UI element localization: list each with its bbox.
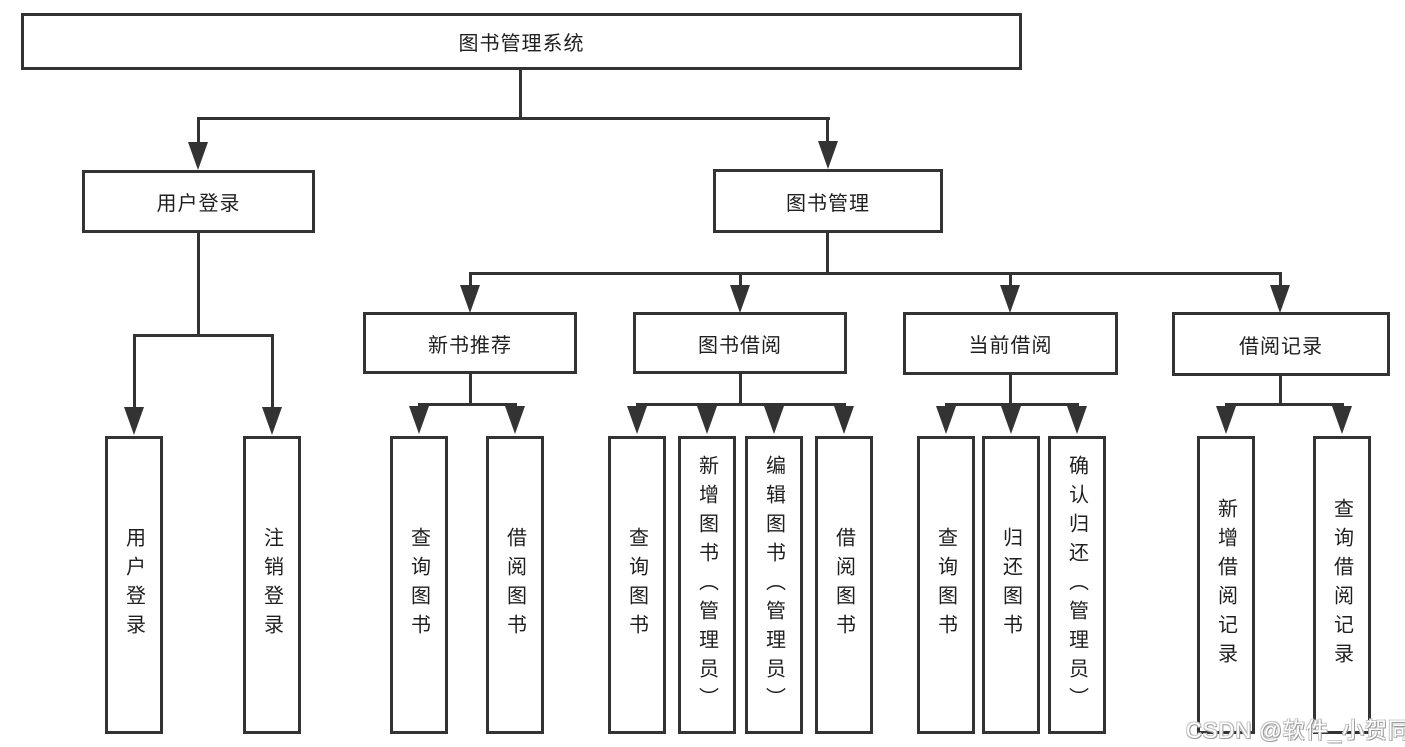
leaf-borrow-edit-books-admin: 编辑图书（管理员） bbox=[745, 436, 803, 734]
arrowhead-m2-leaf4 bbox=[834, 406, 854, 434]
arrowhead-user-login bbox=[188, 142, 208, 170]
connector-book-mgmt-stem bbox=[826, 232, 829, 273]
arrowhead-m3-leaf3 bbox=[1067, 406, 1087, 434]
leaf-recommend-query-books: 查询图书 bbox=[390, 436, 448, 734]
leaf-borrow-borrow-books: 借阅图书 bbox=[815, 436, 873, 734]
leaf-current-return-books: 归还图书 bbox=[982, 436, 1040, 734]
connector-stub-module-1 bbox=[469, 272, 472, 287]
leaf-records-add-record: 新增借阅记录 bbox=[1197, 436, 1255, 734]
leaf-current-confirm-return-admin: 确认归还（管理员） bbox=[1048, 436, 1106, 734]
arrowhead-m2-leaf1 bbox=[627, 406, 647, 434]
arrowhead-m1-leaf2 bbox=[505, 406, 525, 434]
arrowhead-leaf-logout bbox=[262, 407, 282, 435]
module-node-book-borrow: 图书借阅 bbox=[633, 312, 847, 374]
leaf-records-add-record-label: 新增借阅记录 bbox=[1214, 498, 1237, 672]
leaf-borrow-add-books-admin: 新增图书（管理员） bbox=[678, 436, 736, 734]
leaf-borrow-query-books-label: 查询图书 bbox=[625, 527, 648, 643]
arrowhead-module-2 bbox=[730, 285, 750, 313]
leaf-recommend-query-books-label: 查询图书 bbox=[407, 527, 430, 643]
connector-module1-bar bbox=[418, 403, 517, 406]
arrowhead-m4-leaf2 bbox=[1332, 406, 1352, 434]
module-node-current-borrow: 当前借阅 bbox=[903, 312, 1118, 375]
connector-stub-module-3 bbox=[1009, 272, 1012, 287]
leaf-records-query-record-label: 查询借阅记录 bbox=[1330, 498, 1353, 672]
leaf-borrow-edit-books-admin-label: 编辑图书（管理员） bbox=[762, 454, 785, 716]
module-node-borrow-records: 借阅记录 bbox=[1172, 312, 1390, 376]
connector-module2-stem bbox=[739, 372, 742, 406]
leaf-current-query-books-label: 查询图书 bbox=[934, 527, 957, 643]
leaf-logout: 注销登录 bbox=[243, 436, 301, 734]
leaf-current-return-books-label: 归还图书 bbox=[999, 527, 1022, 643]
arrowhead-leaf-login bbox=[124, 407, 144, 435]
branch-node-book-management: 图书管理 bbox=[713, 169, 943, 233]
module-node-new-book-recommend: 新书推荐 bbox=[363, 312, 577, 374]
arrowhead-module-1 bbox=[460, 285, 480, 313]
connector-module1-stem bbox=[469, 372, 472, 406]
arrowhead-m2-leaf2 bbox=[697, 406, 717, 434]
connector-level1-bar bbox=[197, 117, 830, 120]
connector-user-login-bar bbox=[133, 334, 274, 337]
connector-level2-bar bbox=[469, 272, 1282, 275]
connector-module4-stem bbox=[1279, 376, 1282, 406]
csdn-watermark: CSDN @软件_小贺同学 bbox=[1186, 718, 1405, 743]
connector-module3-bar bbox=[945, 403, 1079, 406]
leaf-current-confirm-return-admin-label: 确认归还（管理员） bbox=[1065, 454, 1088, 716]
connector-stub-book-management bbox=[826, 117, 829, 145]
leaf-recommend-borrow-books-label: 借阅图书 bbox=[503, 527, 526, 643]
arrowhead-m4-leaf1 bbox=[1216, 406, 1236, 434]
branch-node-user-login: 用户登录 bbox=[82, 170, 315, 233]
arrowhead-module-3 bbox=[1000, 285, 1020, 313]
arrowhead-m3-leaf1 bbox=[936, 406, 956, 434]
connector-root-stem bbox=[519, 68, 522, 118]
root-node-library-system: 图书管理系统 bbox=[21, 13, 1022, 70]
leaf-records-query-record: 查询借阅记录 bbox=[1313, 436, 1371, 734]
connector-module2-bar bbox=[636, 403, 846, 406]
leaf-user-login-label: 用户登录 bbox=[122, 527, 145, 643]
leaf-borrow-borrow-books-label: 借阅图书 bbox=[832, 527, 855, 643]
arrowhead-book-management bbox=[818, 141, 838, 169]
arrowhead-module-4 bbox=[1270, 285, 1290, 313]
connector-stub-module-2 bbox=[739, 272, 742, 287]
leaf-logout-label: 注销登录 bbox=[260, 527, 283, 643]
leaf-borrow-add-books-admin-label: 新增图书（管理员） bbox=[695, 454, 718, 716]
leaf-user-login: 用户登录 bbox=[105, 436, 163, 734]
connector-user-login-stem bbox=[197, 232, 200, 337]
connector-stub-leaf-login bbox=[133, 334, 136, 409]
connector-module4-bar bbox=[1225, 403, 1344, 406]
connector-module3-stem bbox=[1009, 375, 1012, 406]
arrowhead-m2-leaf3 bbox=[764, 406, 784, 434]
leaf-recommend-borrow-books: 借阅图书 bbox=[486, 436, 544, 734]
leaf-current-query-books: 查询图书 bbox=[917, 436, 975, 734]
arrowhead-m3-leaf2 bbox=[1001, 406, 1021, 434]
connector-stub-module-4 bbox=[1279, 272, 1282, 287]
connector-stub-user-login bbox=[197, 117, 200, 145]
arrowhead-m1-leaf1 bbox=[409, 406, 429, 434]
connector-stub-leaf-logout bbox=[271, 334, 274, 409]
leaf-borrow-query-books: 查询图书 bbox=[608, 436, 666, 734]
